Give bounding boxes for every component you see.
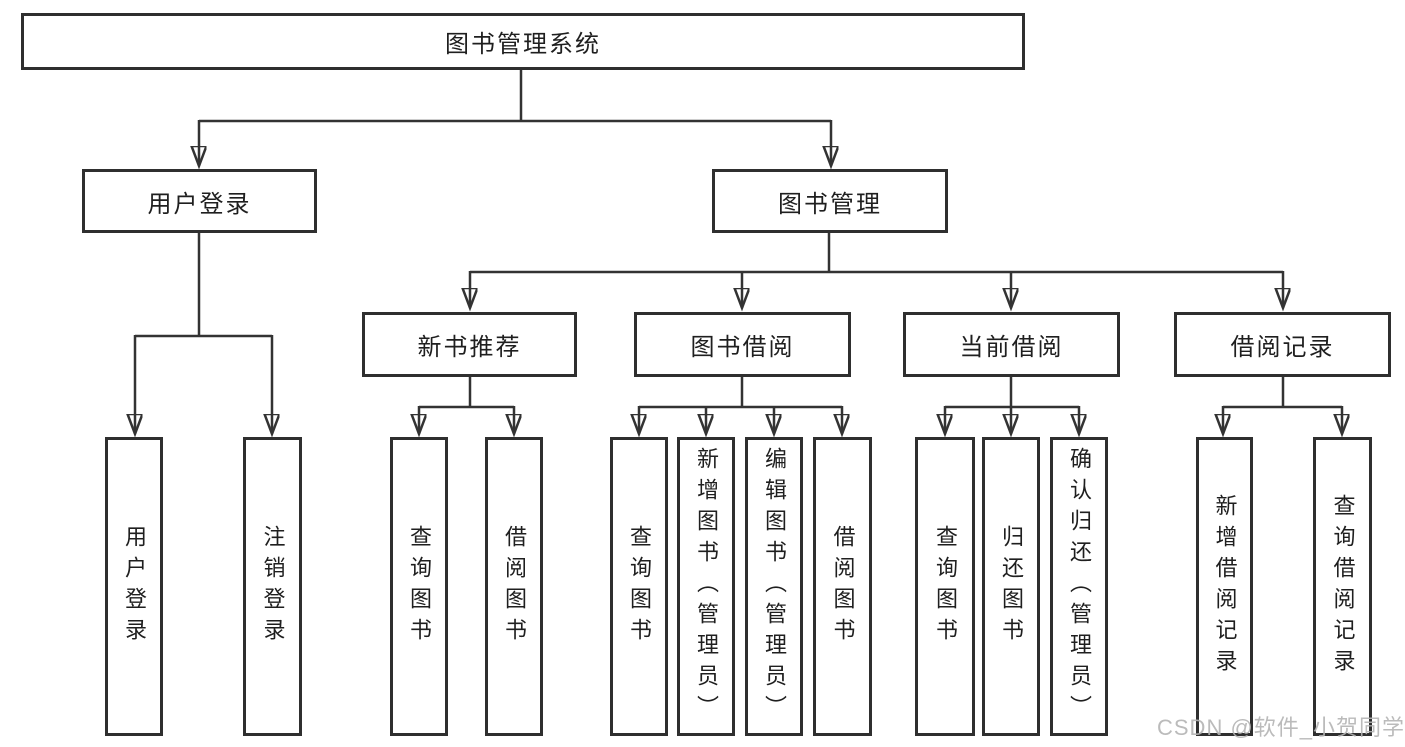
leaf-logout: 注销登录 bbox=[243, 437, 302, 736]
leaf-borrowing-add-books-admin: 新增图书（管理员） bbox=[677, 437, 735, 736]
leaf-current-return-books-label: 归还图书 bbox=[999, 524, 1024, 649]
leaf-current-return-books: 归还图书 bbox=[982, 437, 1040, 736]
leaf-recommend-query-books-label: 查询图书 bbox=[407, 524, 432, 649]
leaf-records-query-borrow-record: 查询借阅记录 bbox=[1313, 437, 1372, 736]
leaf-current-confirm-return-admin-label: 确认归还（管理员） bbox=[1067, 447, 1092, 726]
node-borrow-records: 借阅记录 bbox=[1174, 312, 1391, 377]
leaf-borrowing-edit-books-admin: 编辑图书（管理员） bbox=[745, 437, 803, 736]
node-new-book-recommend: 新书推荐 bbox=[362, 312, 577, 377]
leaf-borrowing-borrow-books: 借阅图书 bbox=[813, 437, 872, 736]
leaf-recommend-query-books: 查询图书 bbox=[390, 437, 448, 736]
node-book-management: 图书管理 bbox=[712, 169, 948, 233]
node-root-library-system: 图书管理系统 bbox=[21, 13, 1025, 70]
leaf-records-add-borrow-record: 新增借阅记录 bbox=[1196, 437, 1253, 736]
csdn-watermark: CSDN @软件_小贺同学 bbox=[1157, 715, 1405, 740]
leaf-records-query-borrow-record-label: 查询借阅记录 bbox=[1330, 493, 1356, 680]
leaf-current-query-books-label: 查询图书 bbox=[933, 524, 958, 649]
leaf-borrowing-query-books-label: 查询图书 bbox=[627, 524, 652, 649]
leaf-recommend-borrow-books-label: 借阅图书 bbox=[502, 524, 527, 649]
leaf-user-login: 用户登录 bbox=[105, 437, 163, 736]
leaf-current-query-books: 查询图书 bbox=[915, 437, 975, 736]
leaf-current-confirm-return-admin: 确认归还（管理员） bbox=[1050, 437, 1108, 736]
leaf-user-login-label: 用户登录 bbox=[122, 524, 147, 649]
node-current-borrowing: 当前借阅 bbox=[903, 312, 1120, 377]
leaf-borrowing-add-books-admin-label: 新增图书（管理员） bbox=[694, 447, 719, 726]
node-user-login: 用户登录 bbox=[82, 169, 317, 233]
leaf-borrowing-borrow-books-label: 借阅图书 bbox=[830, 524, 856, 649]
leaf-logout-label: 注销登录 bbox=[260, 524, 286, 649]
leaf-recommend-borrow-books: 借阅图书 bbox=[485, 437, 543, 736]
node-book-borrowing: 图书借阅 bbox=[634, 312, 851, 377]
leaf-borrowing-query-books: 查询图书 bbox=[610, 437, 668, 736]
leaf-records-add-borrow-record-label: 新增借阅记录 bbox=[1212, 493, 1238, 680]
leaf-borrowing-edit-books-admin-label: 编辑图书（管理员） bbox=[762, 447, 787, 726]
